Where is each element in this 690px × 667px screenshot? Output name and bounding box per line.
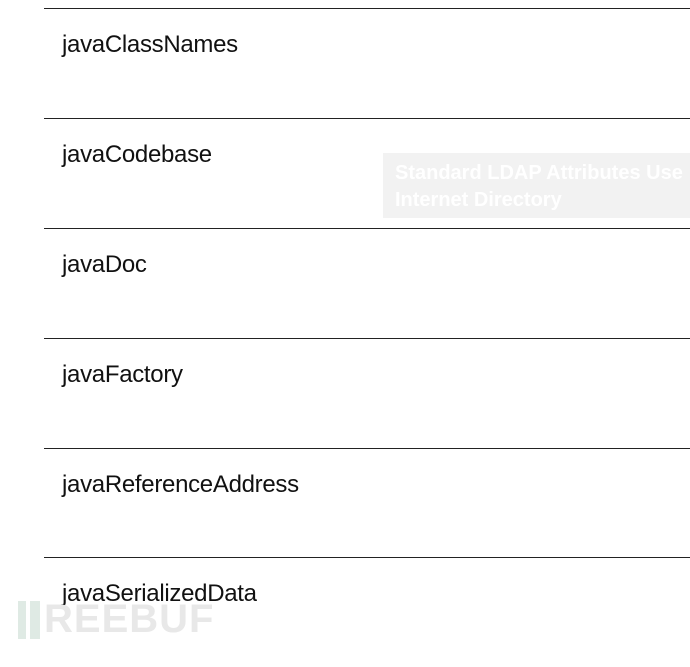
watermark-logo: REEBUF [18, 597, 214, 642]
attribute-name: javaClassNames [62, 31, 238, 58]
attribute-name: javaDoc [62, 251, 147, 278]
attribute-name: javaSerializedData [62, 580, 257, 607]
watermark-text: REEBUF [44, 597, 215, 641]
tooltip: Standard LDAP Attributes Use Internet Di… [383, 153, 690, 218]
attribute-name: javaCodebase [62, 141, 212, 168]
attribute-row: javaSerializedData [44, 557, 690, 667]
freebuf-logo-icon [18, 601, 40, 639]
attribute-name: javaReferenceAddress [62, 471, 299, 498]
attribute-name: javaFactory [62, 361, 183, 388]
attribute-row: javaReferenceAddress [44, 448, 690, 558]
attribute-row: javaFactory [44, 338, 690, 448]
attribute-row: javaDoc [44, 228, 690, 338]
attribute-row: javaClassNames [44, 8, 690, 118]
tooltip-line-2: Internet Directory [395, 189, 562, 211]
tooltip-line-1: Standard LDAP Attributes Use [395, 162, 683, 184]
attribute-row: javaCodebase [44, 118, 690, 228]
